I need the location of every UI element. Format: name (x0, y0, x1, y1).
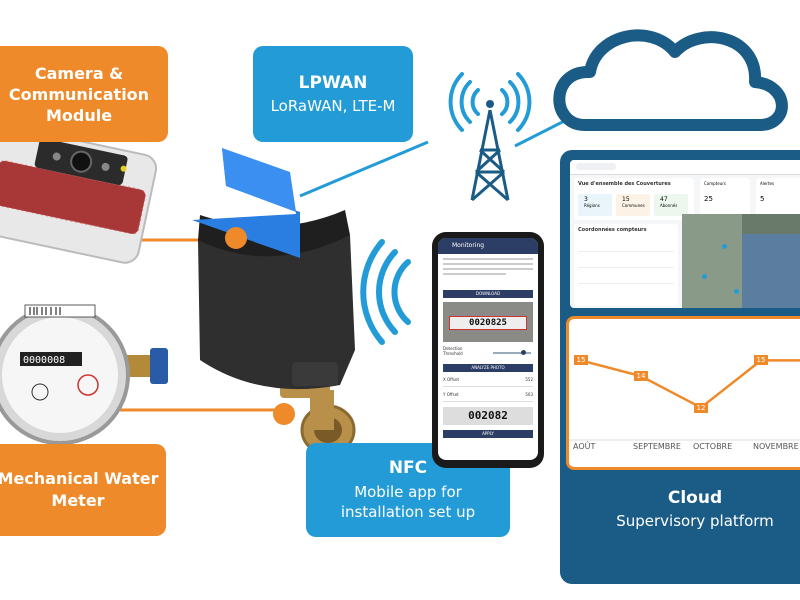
app-header: Monitoring (438, 238, 538, 254)
dashboard-topbar (570, 160, 800, 175)
cloud-subtitle: Supervisory platform (616, 512, 774, 530)
meter-reading-1: 0020825 (449, 316, 527, 330)
data-label: 12 (694, 402, 708, 413)
meter-reading-2: 002082 (443, 407, 533, 425)
app-header-title: Monitoring (452, 242, 485, 249)
instruction-text (443, 258, 533, 286)
y-offset-row: Y Offset 503 (443, 392, 533, 402)
side-card-value: 25 (704, 195, 713, 203)
data-label: 15 (574, 355, 588, 366)
list-item[interactable] (578, 271, 674, 284)
map-view[interactable] (682, 214, 800, 308)
list-item[interactable] (578, 255, 674, 268)
map-pin-icon[interactable] (734, 289, 739, 294)
water-label-line1: Mechanical Water (0, 469, 159, 488)
data-label: 15 (754, 355, 768, 366)
camera-label-line2: Communication (8, 84, 150, 104)
threshold-slider[interactable] (493, 352, 531, 354)
camera-label-line3: Module (45, 105, 113, 125)
series-line (580, 359, 800, 410)
camera-label-line1: Camera & (34, 63, 124, 83)
meter-list-title: Coordonnées compteurs (578, 227, 647, 233)
stat-label: Communes (622, 203, 645, 208)
dashboard-search-input[interactable] (576, 163, 616, 170)
phone-screen: Monitoring DOWNLOAD 0020825 Detection Th… (438, 238, 538, 460)
y-offset-value[interactable]: 503 (525, 392, 533, 397)
x-offset-label: X Offset (443, 377, 460, 382)
list-item[interactable] (578, 287, 674, 299)
data-label: 14 (634, 371, 648, 382)
download-button[interactable]: DOWNLOAD (443, 290, 533, 298)
lpwan-subtitle: LoRaWAN, LTE-M (270, 97, 396, 115)
camera-module-label-box: Camera & Communication Module (0, 46, 168, 142)
x-tick-label: OCTOBRE (693, 442, 733, 451)
side-card-title: Alertes (760, 181, 775, 186)
stat-card-communes: 15 Communes (616, 194, 650, 216)
x-tick-label: SEPTEMBRE (633, 442, 681, 451)
threshold-label: Threshold (443, 351, 463, 356)
nfc-sub-line2: installation set up (340, 503, 476, 521)
stat-card-abonnes: 47 Abonnés (654, 194, 688, 216)
lpwan-label-box: LPWAN LoRaWAN, LTE-M (253, 46, 413, 142)
x-offset-value[interactable]: 552 (525, 377, 533, 382)
x-tick-label: NOVEMBRE (753, 442, 799, 451)
lpwan-connector-line (299, 140, 429, 198)
nfc-title: NFC (388, 458, 428, 478)
stat-value: 47 (660, 196, 668, 203)
water-label-line2: Meter (51, 491, 105, 510)
list-item[interactable] (578, 239, 674, 252)
side-card-compteurs: Compteurs 25 (700, 178, 750, 220)
cloud-title: Cloud (667, 488, 723, 508)
stat-label: Abonnés (660, 203, 678, 208)
stat-value: 3 (584, 196, 588, 203)
threshold-slider-handle[interactable] (521, 350, 526, 355)
stat-label: Régions (584, 203, 600, 208)
meter-list-card: Coordonnées compteurs (574, 224, 678, 306)
apply-button[interactable]: APPLY (443, 430, 533, 438)
detection-label: Detection (443, 346, 463, 351)
water-meter-label-box: Mechanical Water Meter (0, 444, 166, 536)
overview-card: Vue d'ensemble des Couvertures 3 Régions… (574, 178, 694, 220)
y-offset-label: Y Offset (443, 392, 459, 397)
svg-text:0000008: 0000008 (23, 355, 65, 366)
dashboard-screenshot: Vue d'ensemble des Couvertures 3 Régions… (570, 160, 800, 308)
side-card-value: 5 (760, 195, 765, 203)
threshold-row: Detection Threshold (443, 346, 533, 362)
side-card-alertes: Alertes 5 (756, 178, 800, 220)
line-chart: AOÛTSEPTEMBREOCTOBRENOVEMBREDÉ 151412151… (566, 316, 800, 470)
analyze-photo-button[interactable]: ANALYZE PHOTO (443, 364, 533, 372)
x-offset-row: X Offset 552 (443, 377, 533, 387)
stat-value: 15 (622, 196, 630, 203)
meter-photo: 0020825 (443, 302, 533, 342)
stat-card-regions: 3 Régions (578, 194, 612, 216)
map-pin-icon[interactable] (702, 274, 707, 279)
lpwan-title: LPWAN (298, 73, 368, 93)
overview-title: Vue d'ensemble des Couvertures (578, 181, 671, 187)
x-tick-label: AOÛT (573, 442, 596, 451)
map-pin-icon[interactable] (722, 244, 727, 249)
side-card-title: Compteurs (704, 181, 726, 186)
nfc-sub-line1: Mobile app for (354, 483, 462, 501)
nfc-label-box: NFC Mobile app for installation set up (306, 443, 510, 537)
